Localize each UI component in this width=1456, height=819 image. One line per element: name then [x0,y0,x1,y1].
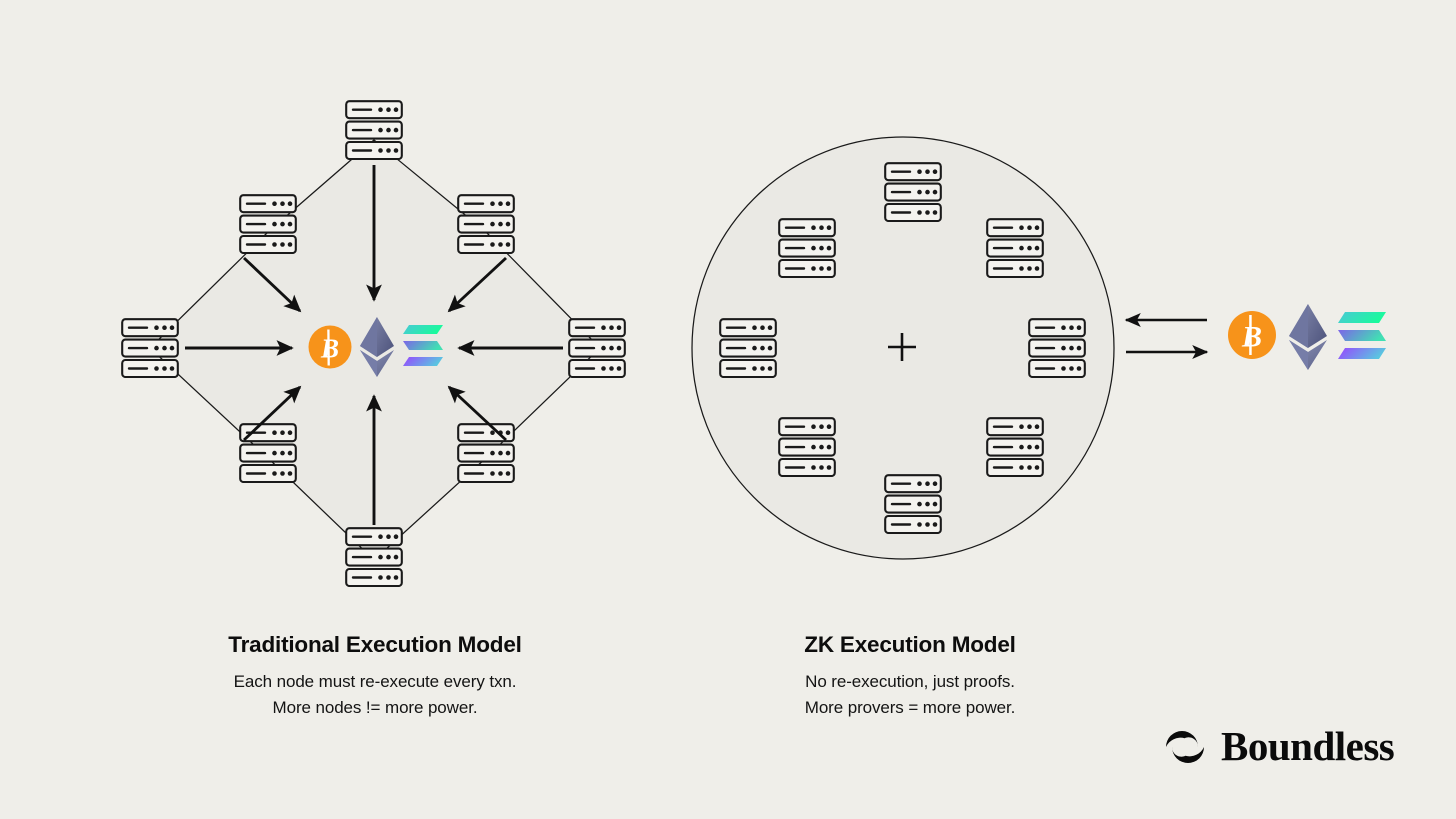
center-crypto-cluster-left: B [308,317,443,377]
center-crypto-cluster-right: B [1228,304,1386,370]
prover-node-bottom-left[interactable] [778,417,836,477]
arrow-top-left-inward [243,256,302,313]
panel-desc-traditional-line1: Each node must re-execute every txn. [233,671,517,691]
brand-wordmark: Boundless [1221,723,1395,769]
server-node-bottom-right[interactable] [457,423,515,483]
prover-node-top[interactable] [884,162,942,222]
arrow-bottom-right-inward [447,385,507,442]
server-node-top-left[interactable] [239,194,297,254]
panel-desc-traditional-line2: More nodes != more power. [272,698,478,718]
plus-icon [888,333,916,361]
panel-title-zk: ZK Execution Model [804,632,1016,657]
prover-node-left[interactable] [719,318,777,378]
bitcoin-icon[interactable]: B [308,325,352,369]
server-node-right[interactable] [568,318,626,378]
caption-zk: ZK Execution Model No re-execution, just… [700,632,1120,722]
prover-node-bottom-right[interactable] [986,417,1044,477]
solana-icon[interactable] [403,325,443,366]
zk-execution-diagram: B [691,136,1386,560]
panel-title-traditional: Traditional Execution Model [228,632,522,657]
bitcoin-icon-right[interactable]: B [1228,311,1276,359]
traditional-execution-diagram: B [121,100,626,587]
server-node-bottom[interactable] [345,527,403,587]
zk-exchange-arrows [1124,312,1209,360]
server-node-top[interactable] [345,100,403,160]
ethereum-icon-right[interactable] [1289,304,1327,370]
caption-traditional: Traditional Execution Model Each node mu… [165,632,585,722]
arrow-bottom-left-inward [243,385,302,442]
ethereum-icon[interactable] [360,317,394,377]
solana-icon-right[interactable] [1338,312,1386,359]
panel-desc-zk-line2: More provers = more power. [804,698,1016,718]
boundless-logo-icon [1166,730,1204,763]
arrow-group-left [185,165,563,525]
prover-node-top-left[interactable] [778,218,836,278]
server-node-top-right[interactable] [457,194,515,254]
prover-node-bottom[interactable] [884,474,942,534]
server-node-left[interactable] [121,318,179,378]
server-node-bottom-left[interactable] [239,423,297,483]
panel-desc-zk-line1: No re-execution, just proofs. [805,671,1015,691]
prover-node-right[interactable] [1028,318,1086,378]
prover-node-top-right[interactable] [986,218,1044,278]
brand-lockup: Boundless [1162,723,1395,769]
arrow-top-right-inward [447,256,507,313]
